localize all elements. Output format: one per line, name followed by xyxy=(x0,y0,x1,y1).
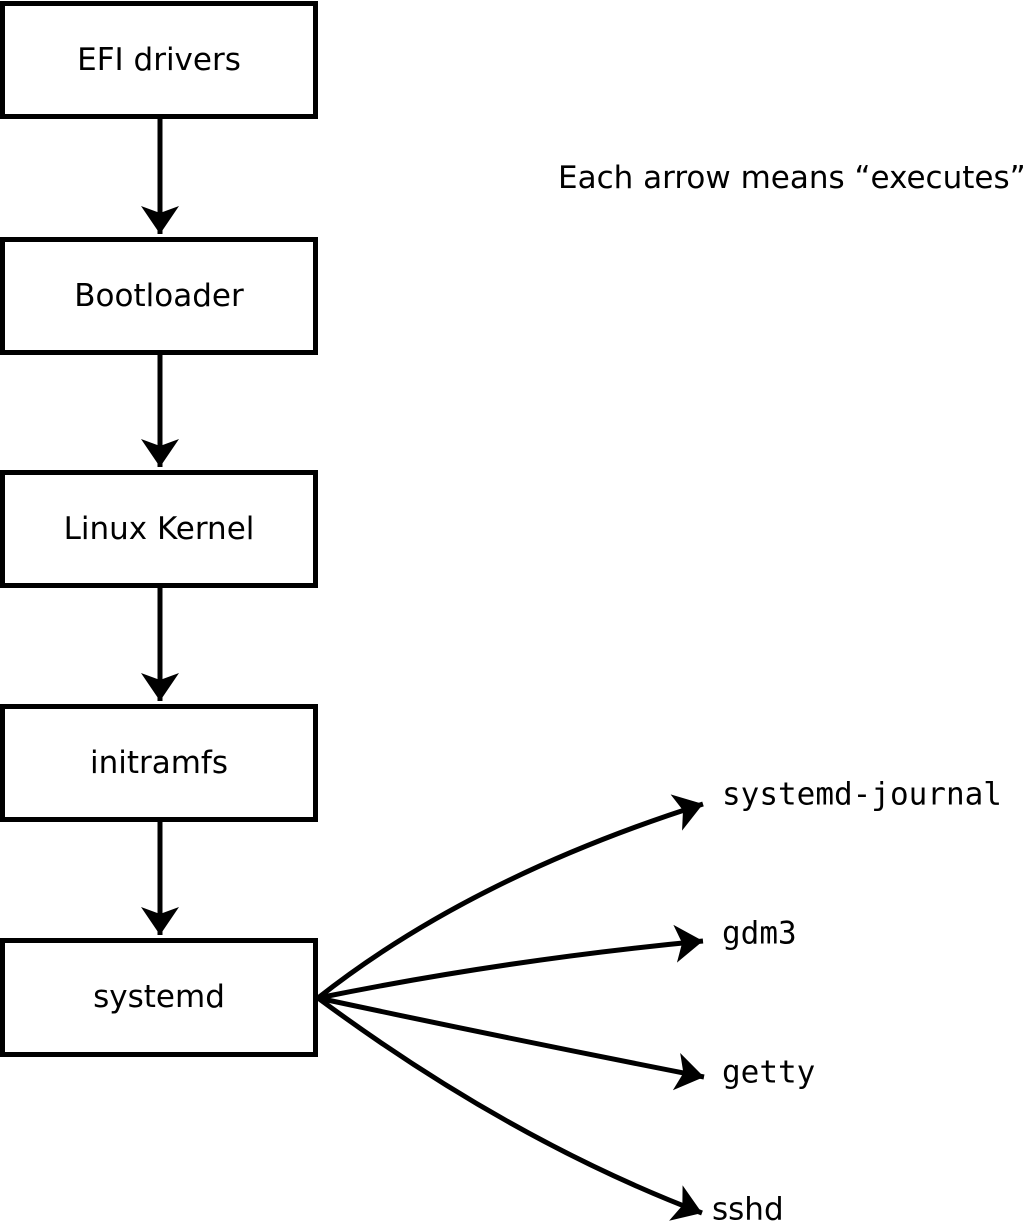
caption: Each arrow means “executes”. xyxy=(558,160,1023,196)
process-label-sshd: sshd xyxy=(712,1191,784,1228)
process-label-getty: getty xyxy=(722,1054,816,1091)
arrow-systemd-to-getty xyxy=(317,995,705,1091)
node-bootloader: Bootloader xyxy=(0,237,318,355)
node-linux-kernel: Linux Kernel xyxy=(0,470,318,588)
arrow-systemd-to-sshd xyxy=(316,995,703,1221)
process-label-gdm3: gdm3 xyxy=(722,915,797,952)
arrow-systemd-to-gdm3 xyxy=(317,924,704,1001)
node-systemd: systemd xyxy=(0,938,318,1057)
node-efi-drivers: EFI drivers xyxy=(0,1,318,119)
process-label-systemd-journal: systemd-journal xyxy=(722,776,1002,813)
node-linux-kernel-label: Linux Kernel xyxy=(63,510,255,547)
node-initramfs: initramfs xyxy=(0,704,318,822)
node-initramfs-label: initramfs xyxy=(89,744,229,781)
node-systemd-label: systemd xyxy=(93,979,225,1015)
node-efi-drivers-label: EFI drivers xyxy=(77,41,241,78)
node-bootloader-label: Bootloader xyxy=(74,277,244,314)
arrow-systemd-to-journal xyxy=(316,794,704,1000)
